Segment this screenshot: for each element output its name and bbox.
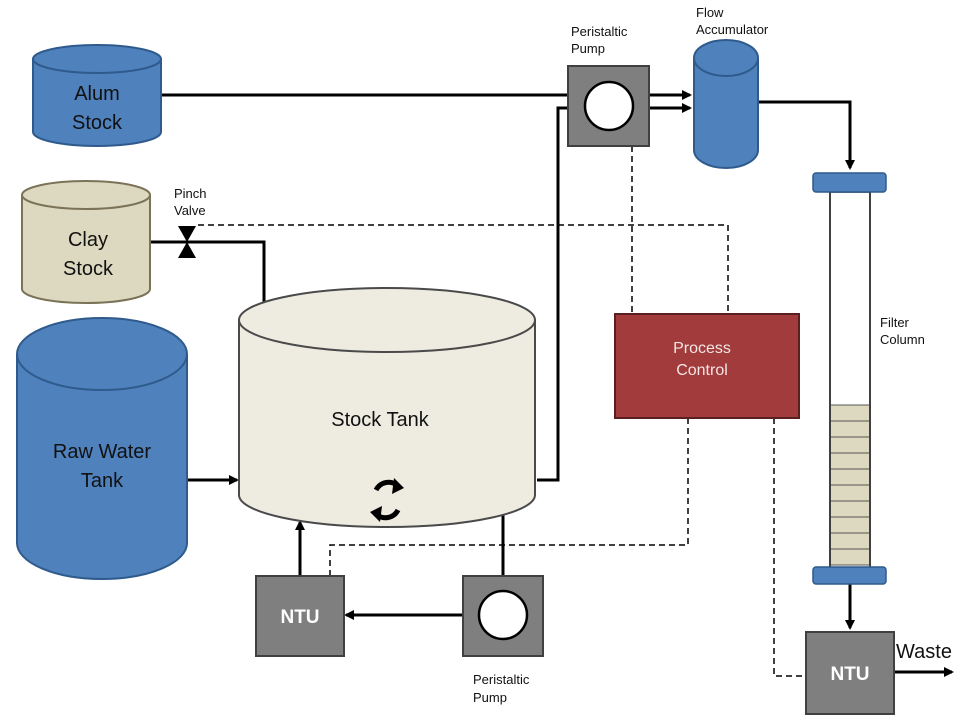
process-control-label-line1: Process — [673, 340, 731, 357]
alum-stock-label-line1: Alum — [74, 83, 120, 105]
peristaltic-pump-bottom-label-line1: Peristaltic — [473, 672, 530, 687]
raw-water-tank-label-line1: Raw Water — [53, 441, 152, 463]
process-control-box: Process Control — [614, 313, 800, 419]
alum-stock-label-line2: Stock — [72, 112, 123, 134]
filter-top-cap — [812, 172, 887, 193]
filter-column: Filter Column — [812, 172, 925, 585]
clay-stock-tank: Clay Stock — [21, 180, 151, 304]
ntu-meter-right: NTU — [805, 631, 895, 715]
peristaltic-pump-top: Peristaltic Pump — [567, 24, 650, 147]
pinch-valve-label-line2: Valve — [174, 203, 206, 218]
filter-column-label-line2: Column — [880, 332, 925, 347]
circular-arrows-icon — [370, 478, 404, 522]
peristaltic-pump-top-label-line1: Peristaltic — [571, 24, 628, 39]
signal-control-to-pinch-valve — [198, 224, 729, 314]
ntu-meter-left: NTU — [255, 575, 345, 657]
waste-label: Waste — [896, 641, 952, 663]
filter-media — [831, 404, 869, 566]
peristaltic-pump-bottom: Peristaltic Pump — [462, 575, 544, 705]
flow-accumulator-label-line1: Flow — [696, 5, 724, 20]
clay-stock-label-line2: Stock — [63, 258, 114, 280]
flow-accumulator: Flow Accumulator — [693, 5, 769, 169]
clay-stock-label-line1: Clay — [68, 229, 108, 251]
signal-control-to-stocktank-ntu — [329, 418, 689, 576]
filter-bottom-cap — [812, 566, 887, 585]
signal-control-to-right-ntu — [773, 418, 806, 677]
pinch-valve: Pinch Valve — [174, 186, 207, 258]
alum-stock-tank: Alum Stock — [32, 44, 162, 147]
stock-tank-label: Stock Tank — [331, 409, 429, 431]
process-control-label-line2: Control — [676, 362, 728, 379]
pinch-valve-label-line1: Pinch — [174, 186, 207, 201]
pinch-valve-icon — [178, 226, 196, 242]
pipe-accumulator-to-filter — [758, 100, 855, 170]
filter-column-label-line1: Filter — [880, 315, 910, 330]
peristaltic-pump-top-label-line2: Pump — [571, 41, 605, 56]
raw-water-tank: Raw Water Tank — [16, 317, 188, 580]
raw-water-tank-label-line2: Tank — [81, 470, 124, 492]
pipe-stocktank-to-accumulator — [537, 103, 692, 482]
flow-accumulator-label-line2: Accumulator — [696, 22, 769, 37]
signal-lines — [198, 146, 806, 677]
peristaltic-pump-bottom-label-line2: Pump — [473, 690, 507, 705]
stock-tank: Stock Tank — [238, 287, 536, 528]
ntu-left-label: NTU — [280, 607, 319, 628]
ntu-right-label: NTU — [830, 664, 869, 685]
